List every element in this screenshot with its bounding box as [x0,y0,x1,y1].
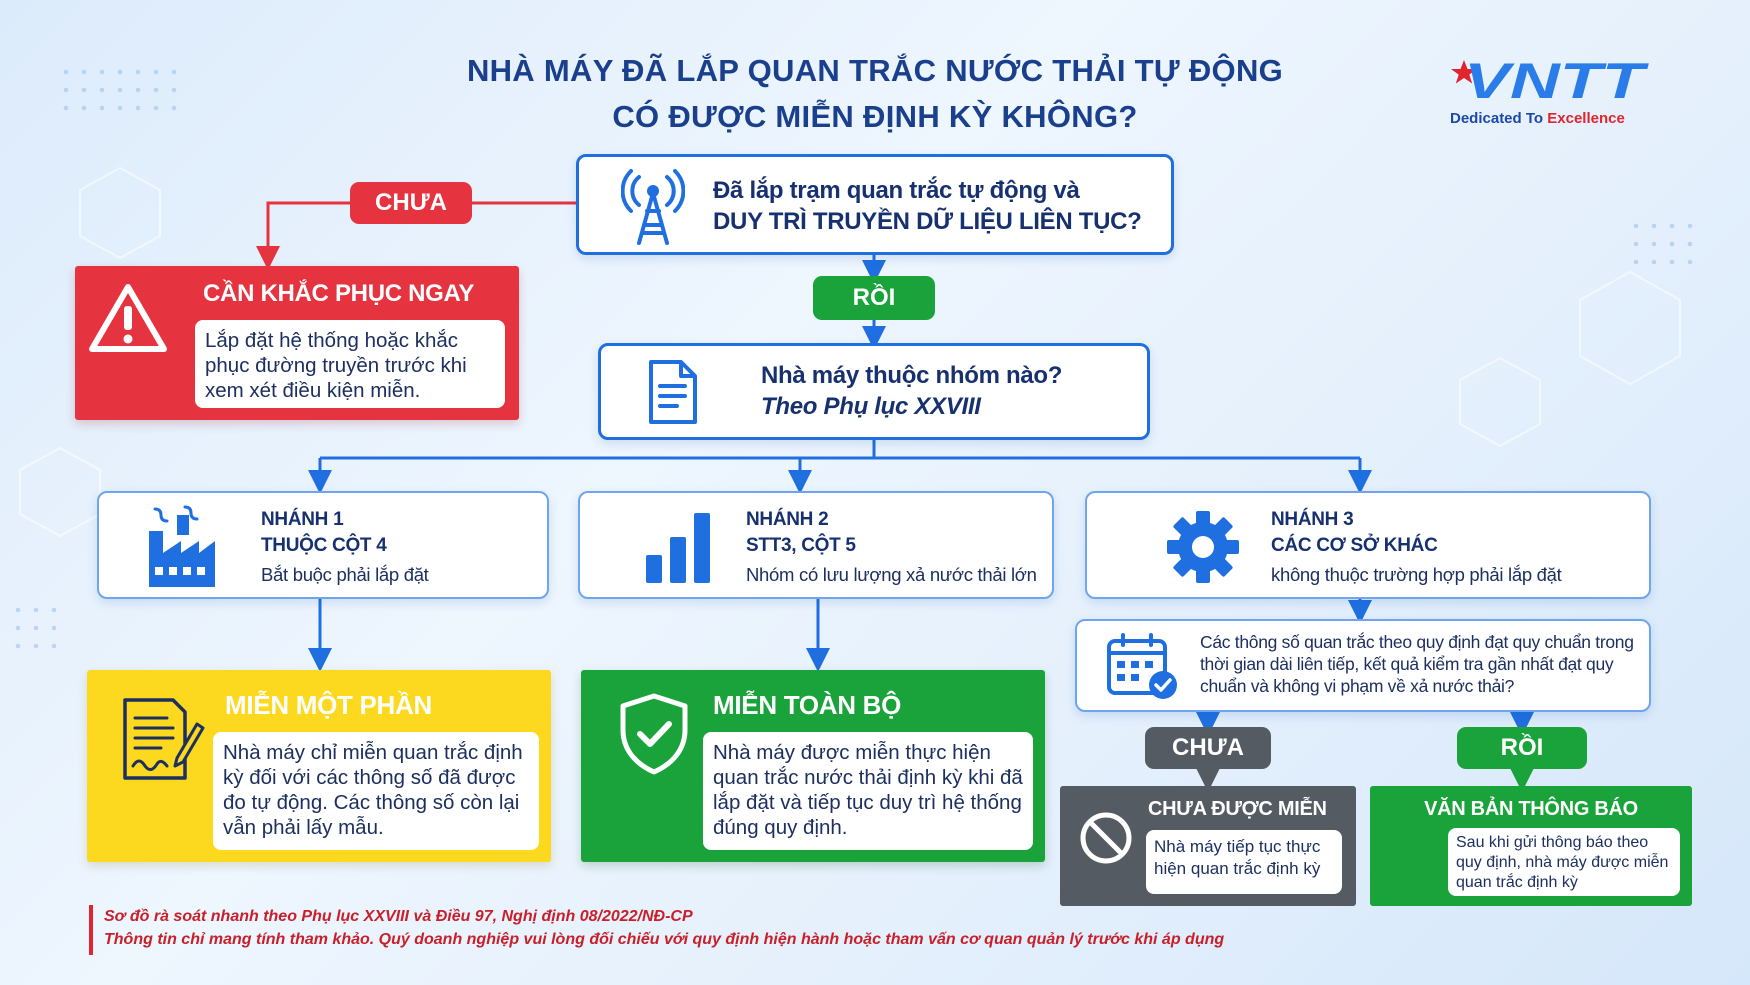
not-exempt-title: CHƯA ĐƯỢC MIỄN [1148,798,1327,820]
question-group: Nhà máy thuộc nhóm nào? Theo Phụ lục XXV… [598,343,1150,440]
question-2-text: Nhà máy thuộc nhóm nào? Theo Phụ lục XXV… [761,360,1141,422]
title-line-1: NHÀ MÁY ĐÃ LẮP QUAN TRẮC NƯỚC THẢI TỰ ĐỘ… [466,53,1284,88]
title-line-2: CÓ ĐƯỢC MIỄN ĐỊNH KỲ KHÔNG? [612,99,1138,134]
result-partial-exemption: MIỄN MỘT PHẦN Nhà máy chỉ miễn quan trắc… [87,670,551,862]
branch-2-subtitle: STT3, CỘT 5 [746,535,856,556]
calendar-check-icon [1107,633,1177,699]
branch-1-card: NHÁNH 1 THUỘC CỘT 4 Bắt buộc phải lắp đặ… [97,491,549,599]
warning-triangle-icon [89,284,167,352]
footnote: Sơ đồ rà soát nhanh theo Phụ lục XXVIII … [104,905,1404,951]
question-1-line-1: Đã lắp trạm quan trắc tự động và [713,177,1080,204]
partial-text: Nhà máy chỉ miễn quan trắc định kỳ đối v… [213,732,539,850]
factory-icon [149,505,215,587]
antenna-tower-icon [621,169,685,245]
result-not-exempt: CHƯA ĐƯỢC MIỄN Nhà máy tiếp tục thực hiệ… [1060,786,1356,906]
branch-1-subtitle: THUỘC CỘT 4 [261,535,387,556]
logo-slogan: Dedicated To Excellence [1450,110,1625,127]
branch-2-heading: NHÁNH 2 STT3, CỘT 5 [746,507,856,559]
gear-icon [1167,511,1239,583]
label-yes-top: RỒI [813,276,935,320]
bar-chart-icon [646,513,710,583]
question-monitoring-station: Đã lắp trạm quan trắc tự động và DUY TRÌ… [576,154,1174,255]
shield-check-icon [620,693,688,775]
notice-text: Sau khi gửi thông báo theo quy định, nhà… [1448,828,1680,896]
logo-wordmark: VNTT [1451,53,1650,109]
fix-now-text: Lắp đặt hệ thống hoặc khắc phục đường tr… [195,320,505,408]
svg-text:VNTT: VNTT [1464,56,1650,106]
prohibited-icon [1080,812,1132,864]
contract-signature-icon [123,698,205,780]
slogan-highlight: Excellence [1547,110,1625,127]
full-text: Nhà máy được miễn thực hiện quan trắc nư… [703,732,1033,850]
branch-2-desc: Nhóm có lưu lượng xả nước thải lớn [746,564,1037,585]
result-notice: VĂN BẢN THÔNG BÁO Sau khi gửi thông báo … [1370,786,1692,906]
question-1-text: Đã lắp trạm quan trắc tự động và DUY TRÌ… [713,175,1163,237]
branch-3-heading: NHÁNH 3 CÁC CƠ SỞ KHÁC [1271,507,1438,559]
branch-2-card: NHÁNH 2 STT3, CỘT 5 Nhóm có lưu lượng xả… [578,491,1054,599]
branch-3-desc: không thuộc trường hợp phải lắp đặt [1271,564,1562,585]
footnote-accent-bar [89,905,93,955]
question-2-line-1: Nhà máy thuộc nhóm nào? [761,362,1063,389]
branch-2-title: NHÁNH 2 [746,509,829,530]
partial-title: MIỄN MỘT PHẦN [225,690,432,720]
branch-1-desc: Bắt buộc phải lắp đặt [261,564,429,585]
label-no-bottom: CHƯA [1145,727,1271,769]
footnote-line-2: Thông tin chỉ mang tính tham khảo. Quý d… [104,931,1225,948]
question-1-line-2: DUY TRÌ TRUYỀN DỮ LIỆU LIÊN TỤC? [713,208,1142,235]
slogan-prefix: Dedicated To [1450,110,1548,127]
result-fix-now: CẦN KHẮC PHỤC NGAY Lắp đặt hệ thống hoặc… [75,266,519,420]
footnote-line-1: Sơ đồ rà soát nhanh theo Phụ lục XXVIII … [104,908,693,925]
question-compliance: Các thông số quan trắc theo quy định đạt… [1075,619,1651,712]
not-exempt-text: Nhà máy tiếp tục thực hiện quan trắc địn… [1146,830,1342,894]
question-3-text: Các thông số quan trắc theo quy định đạt… [1200,632,1634,696]
notice-title: VĂN BẢN THÔNG BÁO [1424,798,1638,820]
question-2-line-2: Theo Phụ lục XXVIII [761,393,981,420]
label-no-top: CHƯA [350,182,472,224]
fix-now-title: CẦN KHẮC PHỤC NGAY [203,280,475,307]
branch-3-card: NHÁNH 3 CÁC CƠ SỞ KHÁC không thuộc trườn… [1085,491,1651,599]
document-icon [649,360,697,424]
full-title: MIỄN TOÀN BỘ [713,690,902,720]
branch-3-title: NHÁNH 3 [1271,509,1354,530]
branch-1-heading: NHÁNH 1 THUỘC CỘT 4 [261,507,387,559]
logo: VNTT [1450,53,1655,109]
branch-1-title: NHÁNH 1 [261,509,344,530]
page-title: NHÀ MÁY ĐÃ LẮP QUAN TRẮC NƯỚC THẢI TỰ ĐỘ… [380,48,1370,140]
branch-3-subtitle: CÁC CƠ SỞ KHÁC [1271,535,1438,556]
result-full-exemption: MIỄN TOÀN BỘ Nhà máy được miễn thực hiện… [581,670,1045,862]
label-yes-bottom: RỒI [1457,727,1587,769]
